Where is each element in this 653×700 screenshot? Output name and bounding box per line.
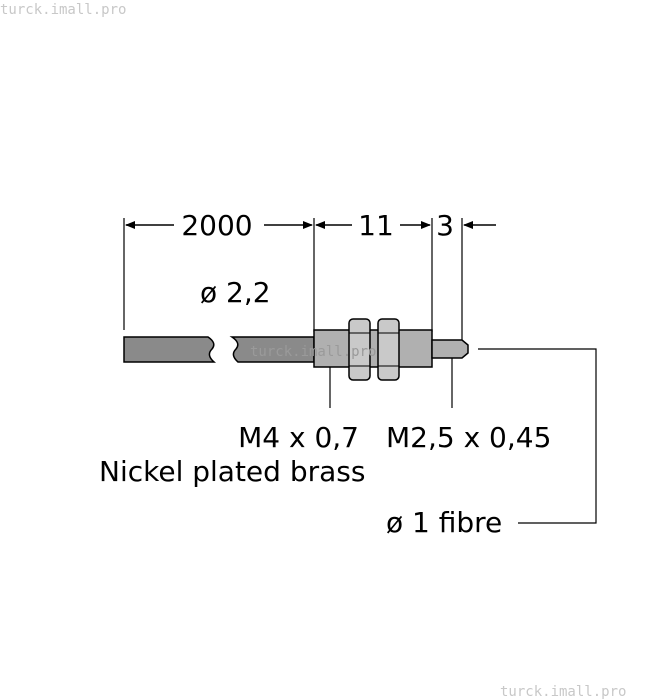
dim-tip-length: 3 [436, 209, 496, 242]
leader-lines [329, 348, 597, 524]
dim-11-label: 11 [358, 209, 394, 242]
watermark-bottom: turck.imall.pro [500, 684, 626, 700]
sensor-body [313, 329, 433, 368]
cable-segment-right [229, 336, 315, 363]
material-label: Nickel plated brass [99, 455, 365, 488]
cable-diameter-label: ø 2,2 [200, 276, 271, 309]
extension-lines [123, 218, 463, 340]
watermark-top: turck.imall.pro [0, 2, 126, 18]
fibre-label: ø 1 fibre [386, 506, 502, 539]
hex-nut-1 [348, 318, 371, 381]
cable-segment-left [123, 336, 216, 363]
sensor-tip [431, 339, 469, 359]
hex-nut-2 [377, 318, 400, 381]
dim-2000-label: 2000 [181, 209, 252, 242]
dim-cable-length: 2000 [125, 209, 313, 242]
watermark-center: turck.imall.pro [250, 344, 376, 360]
thread-main-label: M4 x 0,7 [238, 421, 359, 454]
thread-tip-label: M2,5 x 0,45 [386, 421, 551, 454]
dim-body-length: 11 [315, 209, 431, 242]
dim-3-label: 3 [436, 209, 454, 242]
